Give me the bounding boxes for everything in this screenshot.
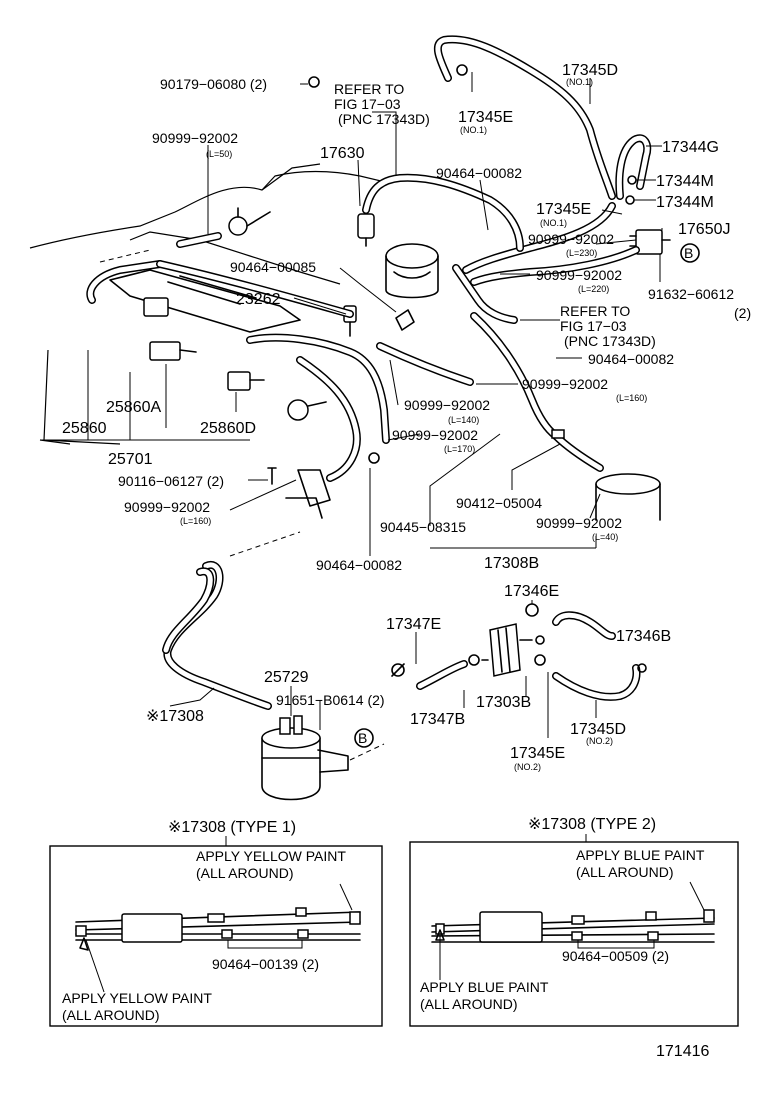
label-17346b: 17346B <box>616 628 671 645</box>
label-17345e-top: 17345E <box>458 109 513 126</box>
part-labels: 90179−06080 (2) REFER TO FIG 17−03 (PNC … <box>62 62 751 772</box>
type2-box <box>409 841 739 1027</box>
label-90999-l160b: 90999−92002 <box>124 499 210 515</box>
label-90999-l50: 90999−92002 <box>152 130 238 146</box>
label-90999-l220-sub: (L=220) <box>578 284 609 294</box>
label-17345e-bottom: 17345E <box>510 745 565 762</box>
label-90999-l140-sub: (L=140) <box>448 415 479 425</box>
label-90999-l160b-sub: (L=160) <box>180 516 211 526</box>
refer-mid-line2: FIG 17−03 <box>560 318 627 334</box>
label-25860d: 25860D <box>200 420 256 437</box>
label-17346e: 17346E <box>504 583 559 600</box>
marker-b-bottom: B <box>354 728 374 748</box>
label-17345e-mid: 17345E <box>536 201 591 218</box>
label-23262: 23262 <box>236 291 281 308</box>
label-17347e: 17347E <box>386 616 441 633</box>
type2-clip-part: 90464−00509 (2) <box>562 948 669 964</box>
type1-title: ※17308 (TYPE 1) <box>168 819 296 836</box>
label-17347b: 17347B <box>410 711 465 728</box>
label-90999-l160a-sub: (L=160) <box>616 393 647 403</box>
type1-clip-part: 90464−00139 (2) <box>212 956 319 972</box>
label-91651-b0614: 91651−B0614 (2) <box>276 692 385 708</box>
label-17303b: 17303B <box>476 694 531 711</box>
label-90412-05004: 90412−05004 <box>456 495 542 511</box>
lower-parts-drawing <box>162 561 647 801</box>
label-17345d-top: 17345D <box>562 62 618 79</box>
type1-box <box>49 845 383 1027</box>
label-17345e-mid-sub: (NO.1) <box>540 218 567 228</box>
label-90999-l50-sub: (L=50) <box>206 149 232 159</box>
refer-top-line2: FIG 17−03 <box>334 96 401 112</box>
type2-paint-bottom-line2: (ALL AROUND) <box>420 996 518 1012</box>
label-25860a: 25860A <box>106 399 161 416</box>
refer-top-line1: REFER TO <box>334 81 404 97</box>
label-17630: 17630 <box>320 145 365 162</box>
type1-paint-bottom-line2: (ALL AROUND) <box>62 1007 160 1023</box>
label-90464-00082-a: 90464−00082 <box>436 165 522 181</box>
label-90999-l40: 90999−92002 <box>536 515 622 531</box>
label-90999-l220: 90999−92002 <box>536 267 622 283</box>
upper-hoses-drawing <box>86 35 671 521</box>
type2-paint-bottom-line1: APPLY BLUE PAINT <box>420 979 549 995</box>
engine-outline-drawing <box>29 163 386 445</box>
label-17344m-b: 17344M <box>656 194 714 211</box>
label-90999-l170-sub: (L=170) <box>444 444 475 454</box>
type1-paint-bottom-line1: APPLY YELLOW PAINT <box>62 990 212 1006</box>
label-91632-60612: 91632−60612 <box>648 286 734 302</box>
label-25729: 25729 <box>264 669 309 686</box>
marker-b-bottom-label: B <box>358 730 367 746</box>
label-90999-l230: 90999−92002 <box>528 231 614 247</box>
label-17345e-top-sub: (NO.1) <box>460 125 487 135</box>
label-17308-star: ※17308 <box>146 708 204 725</box>
refer-mid-line1: REFER TO <box>560 303 630 319</box>
label-90999-l230-sub: (L=230) <box>566 248 597 258</box>
label-90464-00082-b: 90464−00082 <box>588 351 674 367</box>
label-90464-00085: 90464−00085 <box>230 259 316 275</box>
type2-detail: ※17308 (TYPE 2) APPLY BLUE PAINT (ALL AR… <box>409 816 739 1027</box>
label-17345d-bottom: 17345D <box>570 721 626 738</box>
type1-paint-top-line1: APPLY YELLOW PAINT <box>196 848 346 864</box>
label-90445-08315: 90445−08315 <box>380 519 466 535</box>
label-90179-06080: 90179−06080 (2) <box>160 76 267 92</box>
label-90999-l160a: 90999−92002 <box>522 376 608 392</box>
type2-paint-top-line2: (ALL AROUND) <box>576 864 674 880</box>
label-90116-06127: 90116−06127 (2) <box>118 473 224 489</box>
label-17345d-top-sub: (NO.1) <box>566 77 593 87</box>
type2-title: ※17308 (TYPE 2) <box>528 816 656 833</box>
label-25860: 25860 <box>62 420 107 437</box>
refer-top-line3: (PNC 17343D) <box>338 111 430 127</box>
label-25701: 25701 <box>108 451 153 468</box>
label-90464-00082-c: 90464−00082 <box>316 557 402 573</box>
leader-lines-top <box>40 72 663 557</box>
marker-b-top: B <box>680 243 700 263</box>
label-90999-l170: 90999−92002 <box>392 427 478 443</box>
label-90999-l40-sub: (L=40) <box>592 532 618 542</box>
figure-number: 171416 <box>656 1043 709 1060</box>
type1-paint-top-line2: (ALL AROUND) <box>196 865 294 881</box>
type1-detail: ※17308 (TYPE 1) APPLY YELLOW PAINT (ALL … <box>49 819 383 1027</box>
label-17345d-bottom-sub: (NO.2) <box>586 736 613 746</box>
refer-mid-line3: (PNC 17343D) <box>564 333 656 349</box>
label-17344g: 17344G <box>662 139 719 156</box>
marker-b-top-label: B <box>684 245 693 261</box>
label-17650j: 17650J <box>678 221 731 238</box>
label-17344m-a: 17344M <box>656 173 714 190</box>
label-91632-qty: (2) <box>734 305 751 321</box>
label-90999-l140: 90999−92002 <box>404 397 490 413</box>
type2-paint-top-line1: APPLY BLUE PAINT <box>576 847 705 863</box>
label-17345e-bottom-sub: (NO.2) <box>514 762 541 772</box>
label-17308b: 17308B <box>484 555 539 572</box>
